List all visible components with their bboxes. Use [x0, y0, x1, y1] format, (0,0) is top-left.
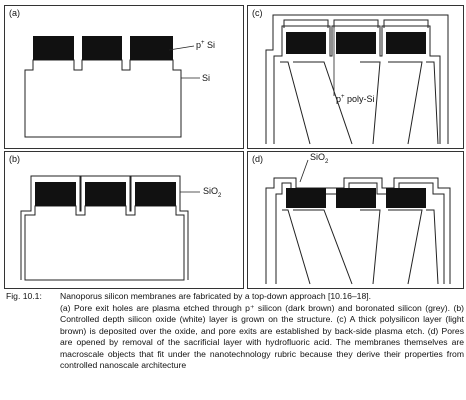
sio2-label: SiO2: [310, 152, 329, 165]
p-si-block-2: [85, 182, 126, 206]
panel-c-drawing: [265, 14, 449, 145]
panel-a-drawing: [24, 36, 200, 138]
si-substrate: [24, 59, 182, 138]
caption-title: Nanoporus silicon membranes are fabricat…: [60, 291, 371, 301]
p-si-block-3: [386, 32, 426, 54]
panel-b-label: (b): [9, 154, 20, 164]
si-substrate: [24, 205, 185, 281]
backside-etch-3: [426, 61, 439, 145]
p-si-block-2: [82, 36, 122, 60]
p-si-block-1: [35, 182, 76, 206]
poly-si-top-bumps: [283, 19, 429, 28]
p-si-block-2: [336, 188, 376, 208]
pore-wall-1: [282, 209, 353, 285]
figure-caption: Fig. 10.1: Nanoporus silicon membranes a…: [6, 291, 464, 372]
p-si-block-1: [33, 36, 74, 60]
panel-b-drawing: [20, 175, 200, 281]
p-si-block-2: [336, 32, 376, 54]
poly-si-outer: [265, 177, 451, 284]
panel-a-label: (a): [9, 8, 20, 18]
poly-si-label: p+ poly-Si: [336, 94, 375, 104]
p-si-label: p+ Si: [196, 40, 216, 50]
p-si-block-3: [386, 188, 426, 208]
p-si-block-1: [286, 188, 326, 208]
figure-number: Fig. 10.1:: [6, 291, 42, 301]
leader-sio2: [299, 159, 309, 183]
oxide-layer: [20, 175, 189, 280]
oxide-conformal: [273, 25, 441, 144]
pore-wall-2: [360, 209, 423, 285]
panel-d-drawing: [265, 159, 451, 285]
panel-d-label: (d): [252, 154, 263, 164]
panel-c: (c) p+ poly-Si: [247, 5, 464, 149]
caption-body: (a) Pore exit holes are plasma etched th…: [60, 302, 464, 371]
poly-si-inner: [275, 182, 445, 284]
poly-si-outer: [265, 14, 449, 144]
backside-etch-2: [360, 61, 423, 145]
pore-wall-3: [426, 209, 439, 285]
panel-b: (b) SiO2: [4, 151, 244, 289]
panel-a: (a) p+ Si Si: [4, 5, 244, 149]
panel-c-label: (c): [252, 8, 263, 18]
backside-etch-1: [280, 61, 353, 145]
p-si-block-3: [130, 36, 173, 60]
panel-d: (d) SiO2: [247, 151, 464, 289]
sio2-label: SiO2: [203, 186, 222, 199]
p-si-block-1: [286, 32, 326, 54]
leader-p-si: [168, 45, 195, 51]
si-label: Si: [202, 73, 211, 83]
p-si-block-3: [135, 182, 176, 206]
